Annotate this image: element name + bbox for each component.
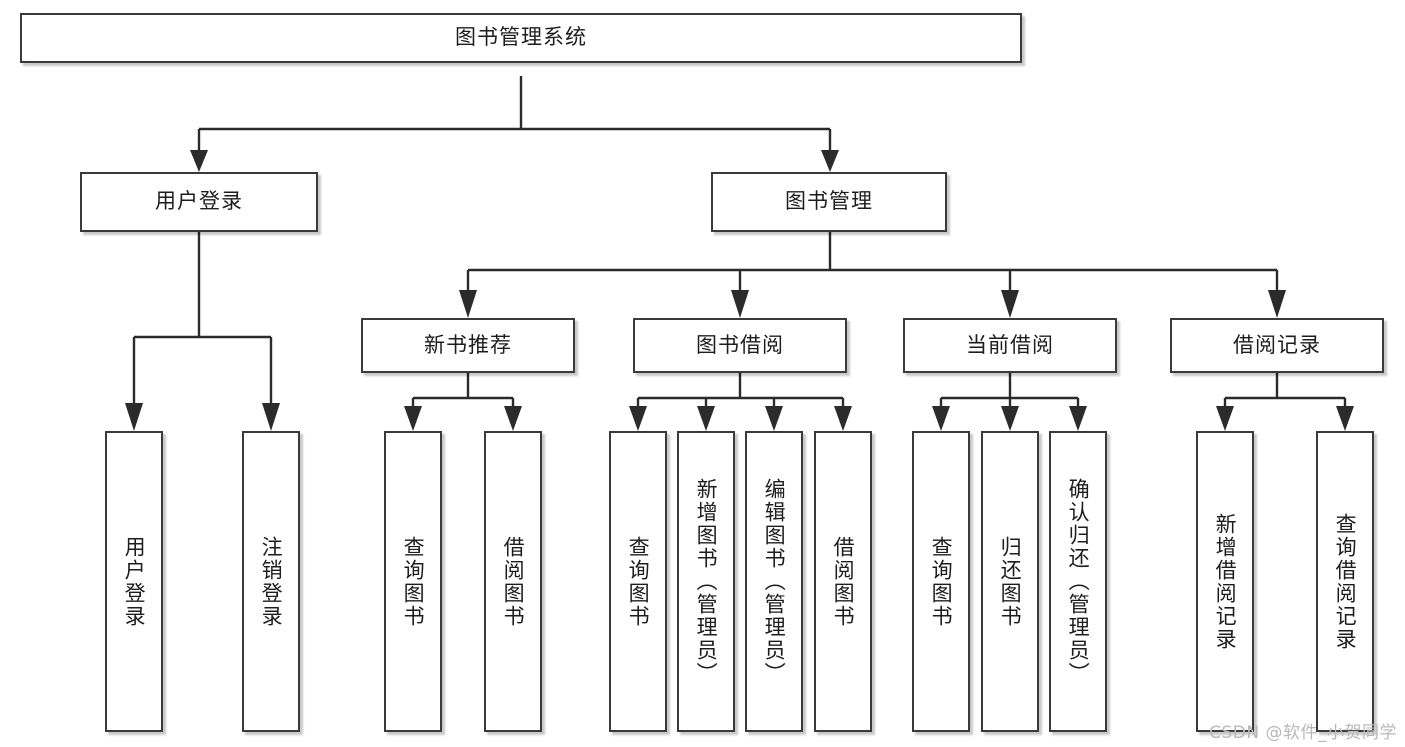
leaf-borrow-book-2[interactable]: 借阅图书 — [814, 431, 872, 732]
leaf-label: 新增图书（管理员） — [694, 478, 719, 685]
leaf-query-book-1[interactable]: 查询图书 — [384, 431, 442, 732]
node-label: 用户登录 — [155, 189, 243, 214]
leaf-user-login[interactable]: 用户登录 — [105, 431, 163, 732]
leaf-label: 查询图书 — [626, 535, 651, 628]
node-label: 借阅记录 — [1233, 332, 1321, 357]
node-book-borrow[interactable]: 图书借阅 — [633, 318, 847, 373]
leaf-label: 查询图书 — [401, 535, 426, 628]
leaf-add-book[interactable]: 新增图书（管理员） — [677, 431, 735, 732]
node-user-login[interactable]: 用户登录 — [80, 172, 318, 232]
leaf-query-book-3[interactable]: 查询图书 — [912, 431, 970, 732]
leaf-label: 查询借阅记录 — [1333, 512, 1358, 651]
node-current-borrow[interactable]: 当前借阅 — [903, 318, 1117, 373]
node-root-book-management-system[interactable]: 图书管理系统 — [20, 13, 1022, 63]
leaf-logout-login[interactable]: 注销登录 — [242, 431, 300, 732]
node-label: 图书管理系统 — [455, 25, 587, 50]
node-borrow-record[interactable]: 借阅记录 — [1170, 318, 1384, 373]
node-new-book-recommend[interactable]: 新书推荐 — [361, 318, 575, 373]
leaf-label: 查询图书 — [929, 535, 954, 628]
leaf-add-record[interactable]: 新增借阅记录 — [1196, 431, 1254, 732]
leaf-return-book[interactable]: 归还图书 — [981, 431, 1039, 732]
csdn-watermark: CSDN @软件_小贺同学 — [1209, 723, 1397, 743]
node-label: 新书推荐 — [424, 332, 512, 357]
leaf-query-record[interactable]: 查询借阅记录 — [1316, 431, 1374, 732]
node-book-management[interactable]: 图书管理 — [711, 172, 947, 232]
node-label: 当前借阅 — [966, 332, 1054, 357]
leaf-label: 借阅图书 — [501, 535, 526, 628]
node-label: 图书管理 — [785, 189, 873, 214]
leaf-label: 编辑图书（管理员） — [762, 478, 787, 685]
leaf-label: 用户登录 — [122, 535, 147, 628]
leaf-borrow-book-1[interactable]: 借阅图书 — [484, 431, 542, 732]
leaf-label: 确认归还（管理员） — [1066, 478, 1091, 685]
node-label: 图书借阅 — [696, 332, 784, 357]
leaf-confirm-return[interactable]: 确认归还（管理员） — [1049, 431, 1107, 732]
leaf-edit-book[interactable]: 编辑图书（管理员） — [745, 431, 803, 732]
leaf-label: 注销登录 — [259, 535, 284, 628]
leaf-query-book-2[interactable]: 查询图书 — [609, 431, 667, 732]
leaf-label: 归还图书 — [998, 535, 1023, 628]
leaf-label: 借阅图书 — [831, 535, 856, 628]
leaf-label: 新增借阅记录 — [1213, 512, 1238, 651]
